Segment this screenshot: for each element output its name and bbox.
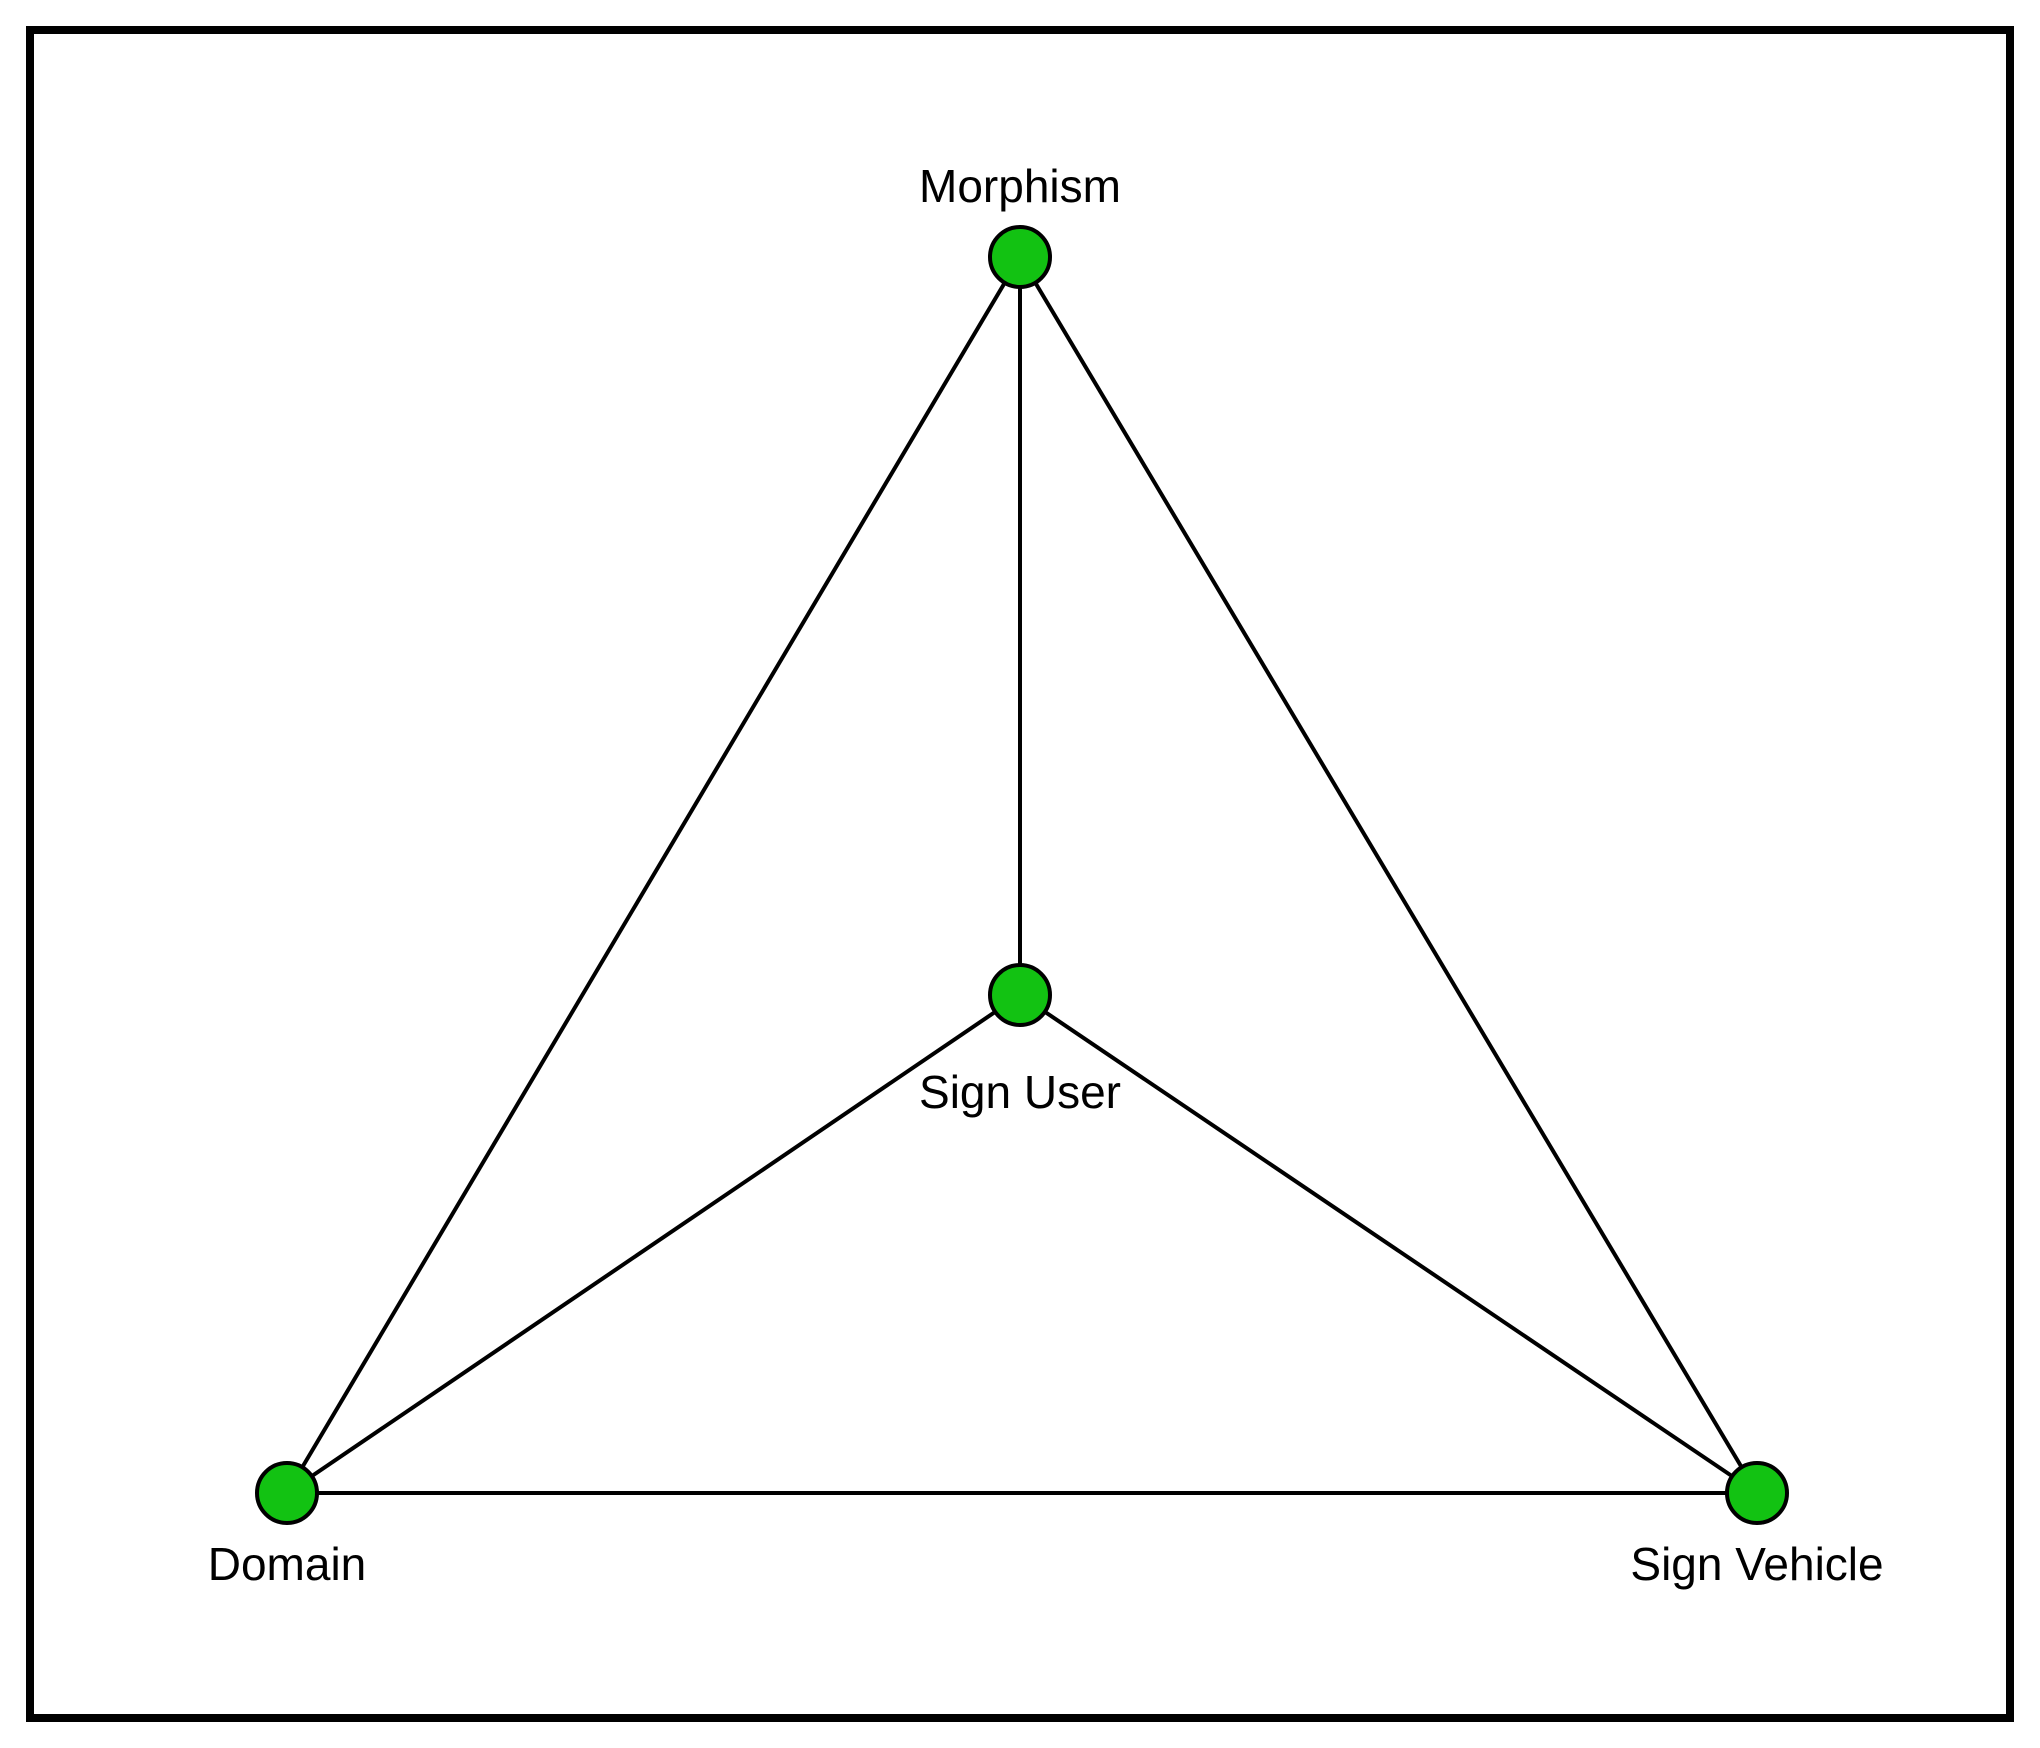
labels-layer: Morphism Sign User Domain Sign Vehicle: [208, 160, 1884, 1590]
node-sign-user[interactable]: [988, 963, 1052, 1027]
node-sign-vehicle[interactable]: [1725, 1461, 1789, 1525]
node-label-sign-vehicle: Sign Vehicle: [1630, 1538, 1883, 1590]
edge-sign-user-domain: [285, 993, 1022, 1495]
edges-layer: [285, 255, 1759, 1495]
edge-morphism-domain: [285, 255, 1022, 1495]
node-label-morphism: Morphism: [919, 160, 1121, 212]
node-morphism[interactable]: [988, 225, 1052, 289]
edge-morphism-sign-vehicle: [1018, 255, 1759, 1495]
node-label-domain: Domain: [208, 1538, 367, 1590]
nodes-layer: [255, 225, 1789, 1525]
node-label-sign-user: Sign User: [919, 1066, 1121, 1118]
node-domain[interactable]: [255, 1461, 319, 1525]
edge-sign-user-sign-vehicle: [1018, 993, 1759, 1495]
